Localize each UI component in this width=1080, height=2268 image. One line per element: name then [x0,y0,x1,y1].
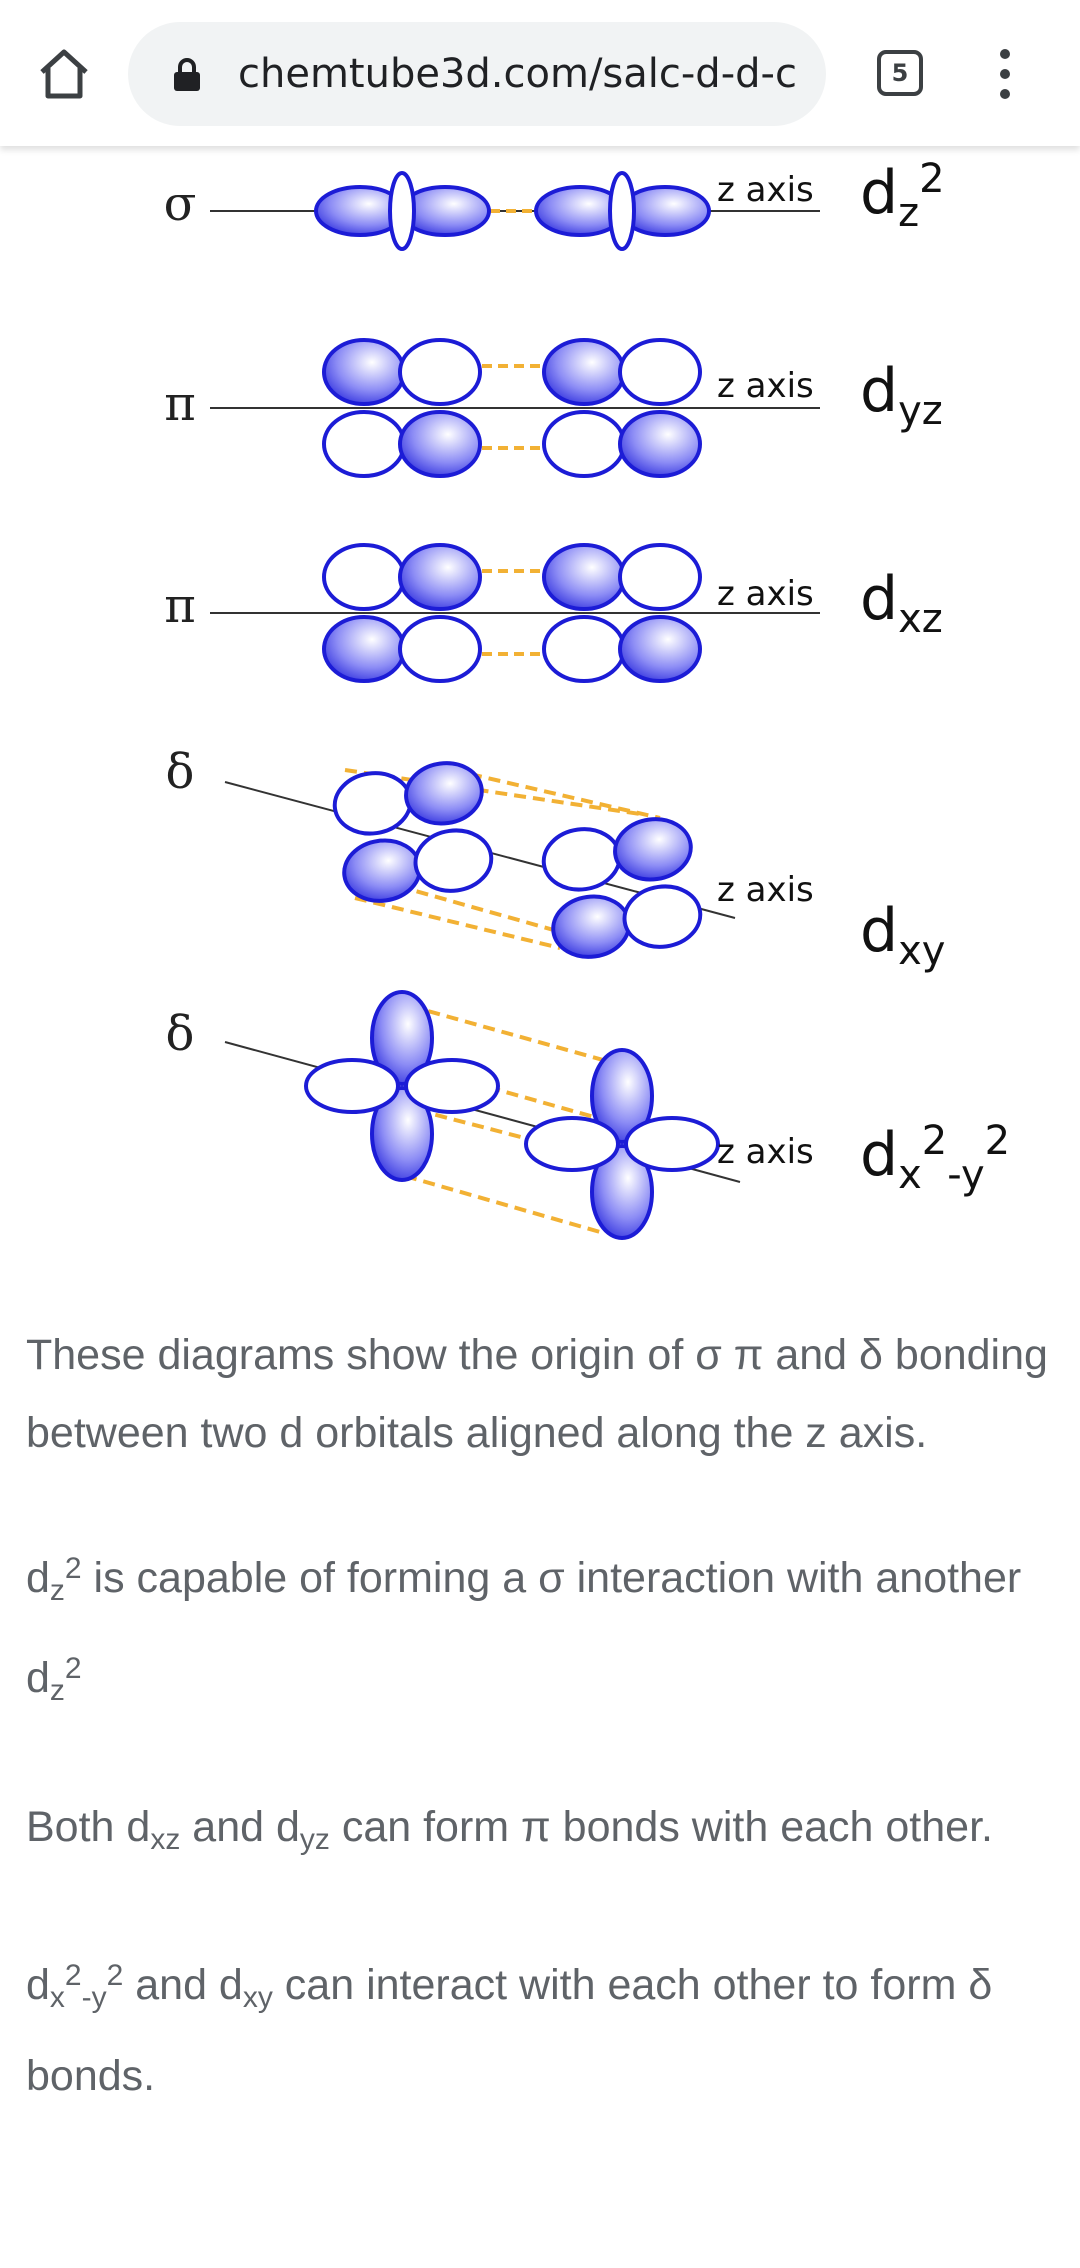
url-text: chemtube3d.com/salc-d-d-c [238,51,797,97]
z-axis-label: z axis [717,870,814,910]
orbital-diagram-drawing [210,171,820,1240]
more-options-icon[interactable] [990,46,1020,102]
orbital-label-dz2: dz2 [860,156,945,236]
paragraph-pi: Both dxz and dyz can form π bonds with e… [26,1803,993,1856]
z-axis-label: z axis [717,170,814,210]
tab-switcher-button[interactable]: 5 [877,50,923,96]
z-axis-label: z axis [717,366,814,406]
home-icon[interactable] [34,44,94,104]
pi-dyz-row [210,338,820,478]
paragraph-delta: dx2-y2 and dxy can interact with each ot… [26,1959,993,2100]
lock-icon [174,58,200,91]
bond-symbol-pi: π [164,578,196,634]
delta-dx2y2-row [224,990,741,1240]
tab-count: 5 [891,59,909,87]
bond-symbol-delta: δ [165,1006,195,1062]
bond-symbol-sigma: σ [163,176,197,232]
sigma-dz2-row [210,171,820,251]
orbital-label-dxy: dxy [860,896,946,974]
delta-dxy-row [224,761,736,959]
browser-toolbar: chemtube3d.com/salc-d-d-c 5 [0,0,1080,146]
orbital-label-dxz: dxz [860,564,943,642]
orbital-label-dx2-y2: dx2-y2 [860,1118,1011,1198]
bond-symbol-pi: π [164,376,196,432]
pi-dxz-row [210,543,820,683]
article-text: These diagrams show the origin of σ π an… [26,1316,1056,2173]
bond-symbol-delta: δ [165,744,195,800]
orbital-diagram: σ π π δ δ z axis z axis z axis z axis z … [0,146,1080,1246]
url-bar[interactable]: chemtube3d.com/salc-d-d-c [128,22,826,126]
paragraph-sigma: dz2 is capable of forming a σ interactio… [26,1552,1022,1707]
z-axis-label: z axis [717,574,814,614]
orbital-label-dyz: dyz [860,356,943,434]
paragraph-intro: These diagrams show the origin of σ π an… [26,1331,1048,1457]
z-axis-label: z axis [717,1132,814,1172]
